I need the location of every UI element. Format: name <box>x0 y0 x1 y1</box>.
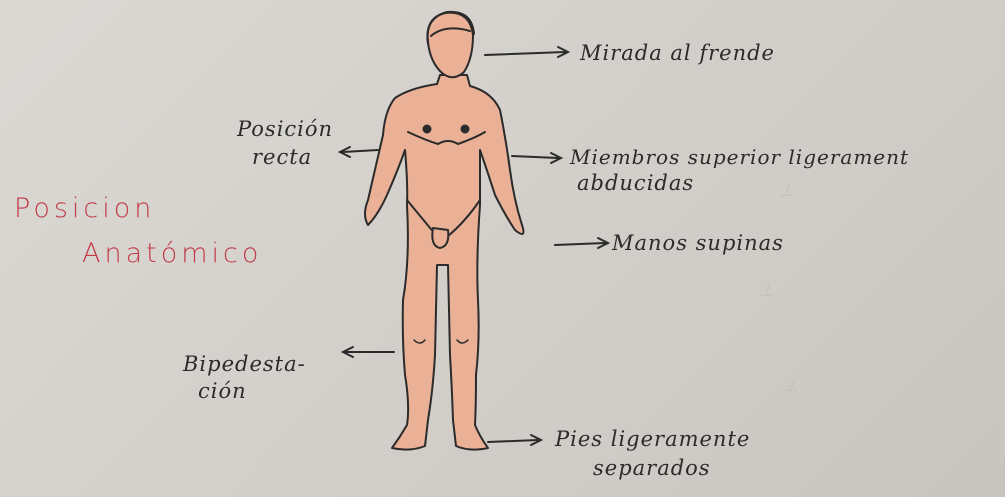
label-feet-line2: separados <box>593 456 711 480</box>
label-bipedal-line2: ción <box>198 379 247 403</box>
label-upright-line2: recta <box>252 145 312 169</box>
label-upper-limbs-line2: abducidas <box>577 171 694 195</box>
head <box>428 13 473 78</box>
genitals <box>432 228 448 248</box>
title-line-1: Posicion <box>14 193 155 224</box>
left-nipple <box>424 126 431 133</box>
arrow-hands <box>555 238 608 248</box>
body-outline <box>365 75 523 450</box>
arrow-bipedal <box>343 347 394 357</box>
label-upright-line1: Posición <box>237 117 333 141</box>
arrow-upper-limbs <box>512 153 561 163</box>
arrow-upright <box>340 147 378 157</box>
label-feet-line1: Pies ligeramente <box>555 427 750 451</box>
arrow-feet <box>488 435 541 445</box>
label-gaze: Mirada al frende <box>580 41 775 65</box>
label-hands: Manos supinas <box>612 231 784 255</box>
right-nipple <box>462 126 469 133</box>
label-bipedal-line1: Bipedesta- <box>183 352 306 376</box>
human-figure <box>365 12 523 450</box>
arrow-gaze <box>485 47 568 57</box>
title-line-2: Anatómico <box>82 238 262 269</box>
label-upper-limbs-line1: Miembros superior ligerament <box>570 145 909 169</box>
